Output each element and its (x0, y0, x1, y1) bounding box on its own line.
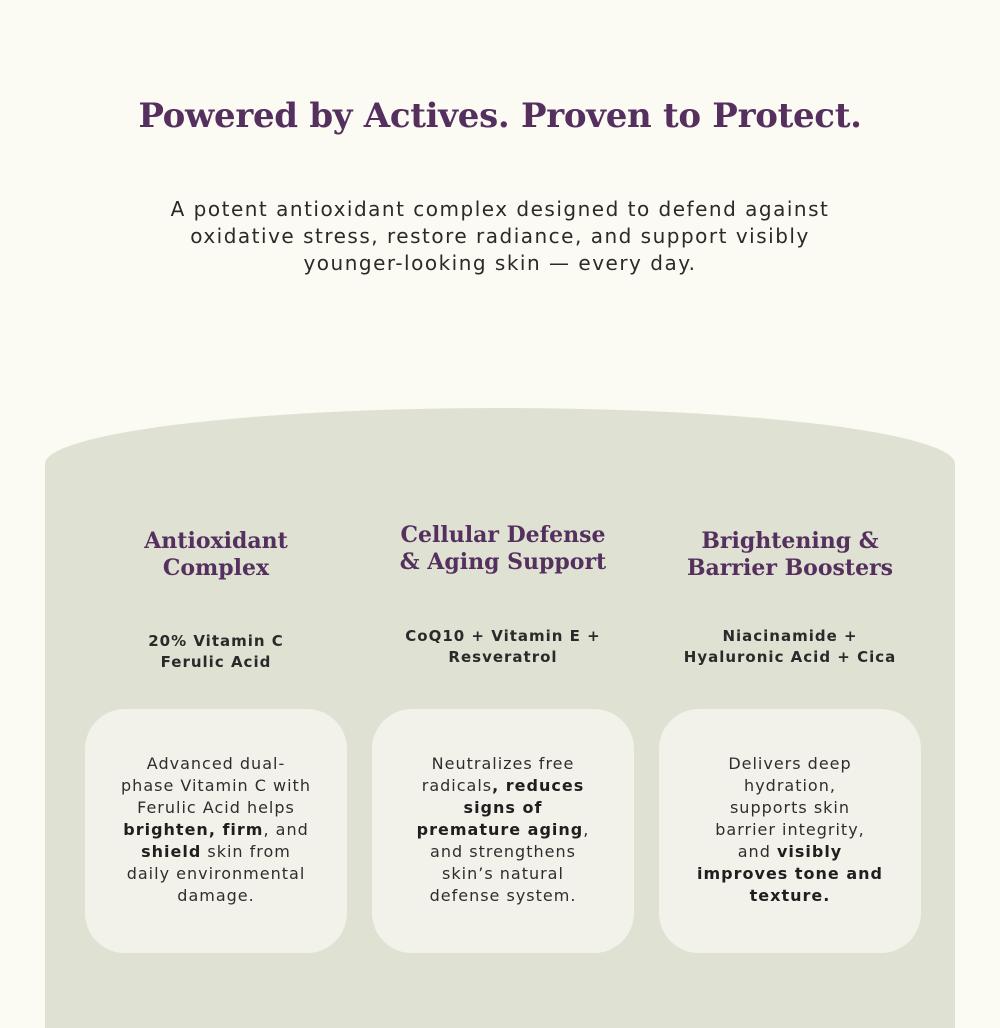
description-text: hydration, (744, 776, 836, 795)
column-title-line: Cellular Defense (400, 522, 606, 548)
description-line: and visibly (677, 841, 903, 863)
description-emphasis: texture. (749, 886, 831, 905)
description-text: radicals (421, 776, 493, 795)
description-text: supports skin (729, 798, 851, 817)
actives-line: Hyaluronic Acid + Cica (683, 648, 897, 666)
description-text: skin from (201, 842, 291, 861)
description-text: , and (263, 820, 309, 839)
description-text: and (737, 842, 777, 861)
description-text: defense system. (429, 886, 577, 905)
description-line: signs of (390, 797, 616, 819)
column-title-line: Brightening & (701, 528, 879, 554)
intro-text: A potent antioxidant complex designed to… (120, 196, 880, 277)
description-line: texture. (677, 885, 903, 907)
description-line: damage. (103, 885, 329, 907)
actives-line: 20% Vitamin C (148, 632, 284, 650)
description-emphasis: visibly (776, 842, 843, 861)
description-line: radicals, reduces (390, 775, 616, 797)
description-line: supports skin (677, 797, 903, 819)
description-text: Neutralizes free (431, 754, 575, 773)
description-text: damage. (177, 886, 255, 905)
description-line: Neutralizes free (390, 753, 616, 775)
actives-line: Niacinamide + (722, 627, 858, 645)
actives-line: Ferulic Acid (160, 653, 272, 671)
actives-line: CoQ10 + Vitamin E + (405, 627, 601, 645)
description-emphasis: brighten, firm (123, 820, 264, 839)
column-title: Antioxidant Complex (85, 528, 347, 582)
description-line: daily environmental (103, 863, 329, 885)
column-actives: Niacinamide + Hyaluronic Acid + Cica (659, 626, 921, 668)
description-emphasis: signs of (463, 798, 543, 817)
description-emphasis: improves tone and (697, 864, 883, 883)
page-title: Powered by Actives. Proven to Protect. (138, 96, 862, 136)
description-line: skin’s natural (390, 863, 616, 885)
description-line: Advanced dual- (103, 753, 329, 775)
intro-line: younger-looking skin — every day. (303, 251, 697, 275)
column-title-line: Antioxidant (144, 528, 288, 554)
description-line: hydration, (677, 775, 903, 797)
description-text: Ferulic Acid helps (137, 798, 295, 817)
column-title-line: & Aging Support (399, 549, 607, 575)
description-text: Delivers deep (728, 754, 852, 773)
column-title-line: Barrier Boosters (686, 555, 894, 581)
intro-line: oxidative stress, restore radiance, and … (190, 224, 810, 248)
description-line: shield skin from (103, 841, 329, 863)
description-text: phase Vitamin C with (121, 776, 311, 795)
description-emphasis: premature aging (416, 820, 584, 839)
description-card: Delivers deep hydration, supports skin barr… (659, 709, 921, 953)
intro-line: A potent antioxidant complex designed to… (170, 197, 830, 221)
column-actives: CoQ10 + Vitamin E + Resveratrol (372, 626, 634, 668)
description-line: Delivers deep (677, 753, 903, 775)
description-text: daily environmental (126, 864, 306, 883)
description-text: skin’s natural (442, 864, 564, 883)
actives-line: Resveratrol (448, 648, 558, 666)
description-line: Ferulic Acid helps (103, 797, 329, 819)
description-line: and strengthens (390, 841, 616, 863)
column-title: Cellular Defense & Aging Support (372, 522, 634, 576)
description-line: improves tone and (677, 863, 903, 885)
description-line: premature aging, (390, 819, 616, 841)
description-emphasis: shield (141, 842, 202, 861)
description-text: Advanced dual- (146, 754, 286, 773)
description-line: barrier integrity, (677, 819, 903, 841)
column-actives: 20% Vitamin C Ferulic Acid (85, 631, 347, 673)
description-emphasis: , reduces (492, 776, 585, 795)
column-title: Brightening & Barrier Boosters (659, 528, 921, 582)
description-line: brighten, firm, and (103, 819, 329, 841)
description-text: , (583, 820, 590, 839)
description-line: phase Vitamin C with (103, 775, 329, 797)
description-text: barrier integrity, (715, 820, 865, 839)
column-title-line: Complex (162, 555, 270, 581)
description-text: and strengthens (430, 842, 576, 861)
description-line: defense system. (390, 885, 616, 907)
